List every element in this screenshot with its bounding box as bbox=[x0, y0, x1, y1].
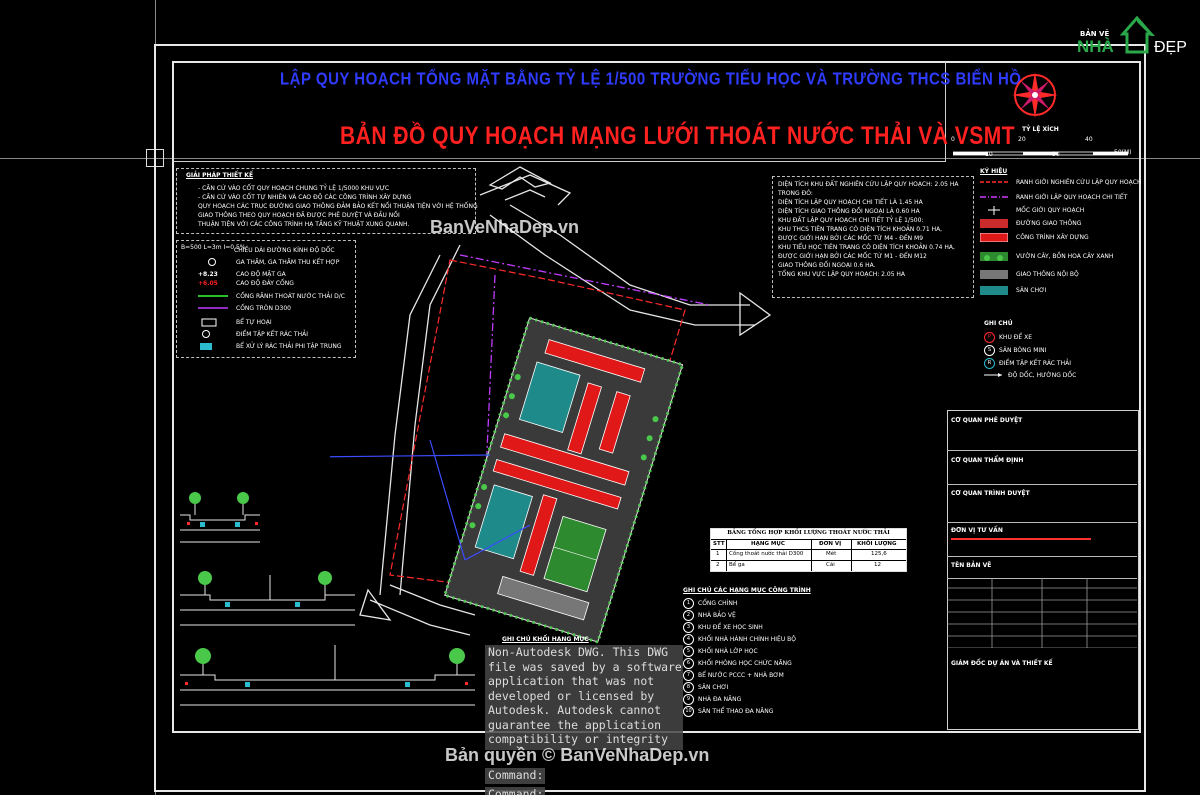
left-legend-box bbox=[176, 240, 356, 358]
command-line-2[interactable]: Command: bbox=[485, 787, 545, 795]
notes-title: GHI CHÚ KHỐI HẠNG MỤC bbox=[502, 636, 589, 643]
drainage-volume-table: BẢNG TỔNG HỢP KHỐI LƯỢNG THOÁT NƯỚC THẢI… bbox=[710, 528, 907, 572]
title-block-row: TÊN BẢN VẼ bbox=[951, 562, 992, 569]
warning-line: developed or licensed by bbox=[488, 688, 655, 703]
watermark-bottom: Bản quyền © BanVeNhaDep.vn bbox=[445, 745, 710, 765]
title-header-box bbox=[172, 61, 946, 162]
title-block-row: CƠ QUAN THẨM ĐỊNH bbox=[951, 457, 1024, 464]
table-cell: 12 bbox=[874, 562, 881, 568]
warning-line: compatibility or integrity bbox=[488, 732, 669, 746]
legend-right-title: KÝ HIỆU bbox=[980, 168, 1008, 175]
site-logo: BẢN VẼ NHÀ ĐẸP bbox=[1075, 12, 1195, 62]
north-compass-icon bbox=[1010, 70, 1060, 120]
scale-tick-30: 30 bbox=[1052, 151, 1060, 158]
legend-left-item: CAO ĐỘ MẶT GA bbox=[236, 271, 286, 278]
table-header: HẠNG MỤC bbox=[751, 541, 785, 547]
title-block-grid bbox=[947, 578, 1137, 649]
scale-bar bbox=[952, 143, 1129, 156]
table-cell: Cống thoát nước thải D300 bbox=[729, 551, 804, 557]
legend-left-item: CỐNG RÃNH THOÁT NƯỚC THẢI D/C bbox=[236, 293, 345, 300]
warning-line: Non-Autodesk DWG. This DWG bbox=[488, 645, 669, 659]
scale-tick-0: 0 bbox=[951, 136, 955, 143]
title-block-rows: CƠ QUAN PHÊ DUYỆT CƠ QUAN THẨM ĐỊNH CƠ Q… bbox=[947, 410, 1137, 610]
warning-line: Autodesk. Autodesk cannot bbox=[488, 703, 662, 717]
legend-left-item: BỂ TỰ HOẠI bbox=[236, 319, 272, 326]
drawing-title-line1: LẬP QUY HOẠCH TỔNG MẶT BẰNG TỶ LỆ 1/500 … bbox=[280, 69, 1022, 90]
table-cell: Bể ga bbox=[729, 562, 745, 568]
table-cell: 125,6 bbox=[871, 551, 887, 557]
command-history-panel[interactable]: Non-Autodesk DWG. This DWG file was save… bbox=[485, 645, 683, 750]
design-solutions-text: - CĂN CỨ VÀO CỐT QUY HOẠCH CHUNG TỶ LỆ 1… bbox=[198, 185, 478, 228]
works-legend-title: GHI CHÚ CÁC HẠNG MỤC CÔNG TRÌNH bbox=[683, 587, 811, 594]
warning-line: file was saved by a software bbox=[488, 659, 682, 674]
table-header: STT bbox=[713, 541, 725, 547]
legend-left-item: CỐNG TRÒN D300 bbox=[236, 305, 291, 312]
left-legend-items: CHIỀU DÀI ĐƯỜNG KÍNH ĐỘ DỐC GA THĂM, GA … bbox=[198, 246, 358, 356]
scale-tick-20: 20 bbox=[1018, 136, 1026, 143]
table-header: KHỐI LƯỢNG bbox=[857, 541, 897, 547]
title-block-row: CƠ QUAN PHÊ DUYỆT bbox=[951, 417, 1023, 424]
watermark-top: BanVeNhaDep.vn bbox=[430, 217, 580, 237]
logo-text-2: NHÀ bbox=[1077, 37, 1114, 56]
design-solutions-title: GIẢI PHÁP THIẾT KẾ bbox=[186, 172, 254, 179]
scale-tick-50: 50(M) bbox=[1114, 149, 1132, 156]
title-block-row: ĐƠN VỊ TƯ VẤN bbox=[951, 527, 1003, 534]
table-cell: Cái bbox=[826, 562, 835, 568]
scale-label: TỶ LỆ XÍCH bbox=[1022, 126, 1059, 133]
site-stats-box bbox=[772, 176, 974, 298]
sheet-outer-border bbox=[154, 44, 1146, 792]
table-cell: 1 bbox=[716, 551, 720, 557]
logo-text-1: BẢN VẼ bbox=[1080, 30, 1110, 38]
site-stats-text: DIỆN TÍCH KHU ĐẤT NGHIÊN CỨU LẬP QUY HOẠ… bbox=[778, 181, 959, 278]
crosshair-horizontal bbox=[0, 158, 1200, 159]
legend-left-item: CHIỀU DÀI ĐƯỜNG KÍNH ĐỘ DỐC bbox=[234, 247, 335, 254]
legend-left-item: CAO ĐỘ ĐÁY CỐNG bbox=[236, 280, 294, 287]
warning-line: application that was not bbox=[488, 674, 655, 688]
warning-line: guarantee the application bbox=[488, 717, 662, 732]
legend-left-item: ĐIỂM TẬP KẾT RÁC THẢI bbox=[236, 331, 308, 338]
table-cell: 2 bbox=[716, 562, 720, 568]
legend-left-item: BỂ XỬ LÝ RÁC THẢI PHI TẬP TRUNG bbox=[236, 343, 342, 350]
title-block-bottom: GIÁM ĐỐC DỰ ÁN VÀ THIẾT KẾ bbox=[951, 660, 1053, 667]
legend-right-subtitle: GHI CHÚ bbox=[984, 320, 1013, 327]
title-block-row: CƠ QUAN TRÌNH DUYỆT bbox=[951, 490, 1030, 497]
table-cell: Mét bbox=[826, 551, 837, 557]
logo-text-3: ĐẸP bbox=[1154, 39, 1187, 56]
house-logo-icon bbox=[1119, 15, 1155, 54]
legend-left-item: GA THĂM, GA THĂM THU KẾT HỢP bbox=[236, 259, 340, 266]
scale-tick-10: 10 bbox=[985, 151, 993, 158]
title-block bbox=[947, 410, 1139, 730]
legend-pipe-header-code: B=500 L=3m I=0.5% bbox=[181, 244, 246, 251]
design-solutions-box bbox=[176, 168, 476, 234]
table-header: ĐƠN VỊ bbox=[819, 541, 842, 547]
drawing-title-line2: BẢN ĐỒ QUY HOẠCH MẠNG LƯỚI THOÁT NƯỚC TH… bbox=[340, 122, 1016, 151]
right-legend-items: RANH GIỚI NGHIÊN CỨU LẬP QUY HOẠCH RANH … bbox=[980, 178, 1141, 308]
road-cross-sections bbox=[180, 492, 475, 706]
legend-left-code: +6.05 bbox=[198, 280, 218, 287]
scale-tick-40: 40 bbox=[1085, 136, 1093, 143]
legend-left-code: +8.23 bbox=[198, 271, 218, 278]
command-line-1[interactable]: Command: bbox=[485, 768, 545, 784]
table-title: BẢNG TỔNG HỢP KHỐI LƯỢNG THOÁT NƯỚC THẢI bbox=[727, 530, 890, 536]
site-plan-drawing bbox=[330, 166, 772, 644]
